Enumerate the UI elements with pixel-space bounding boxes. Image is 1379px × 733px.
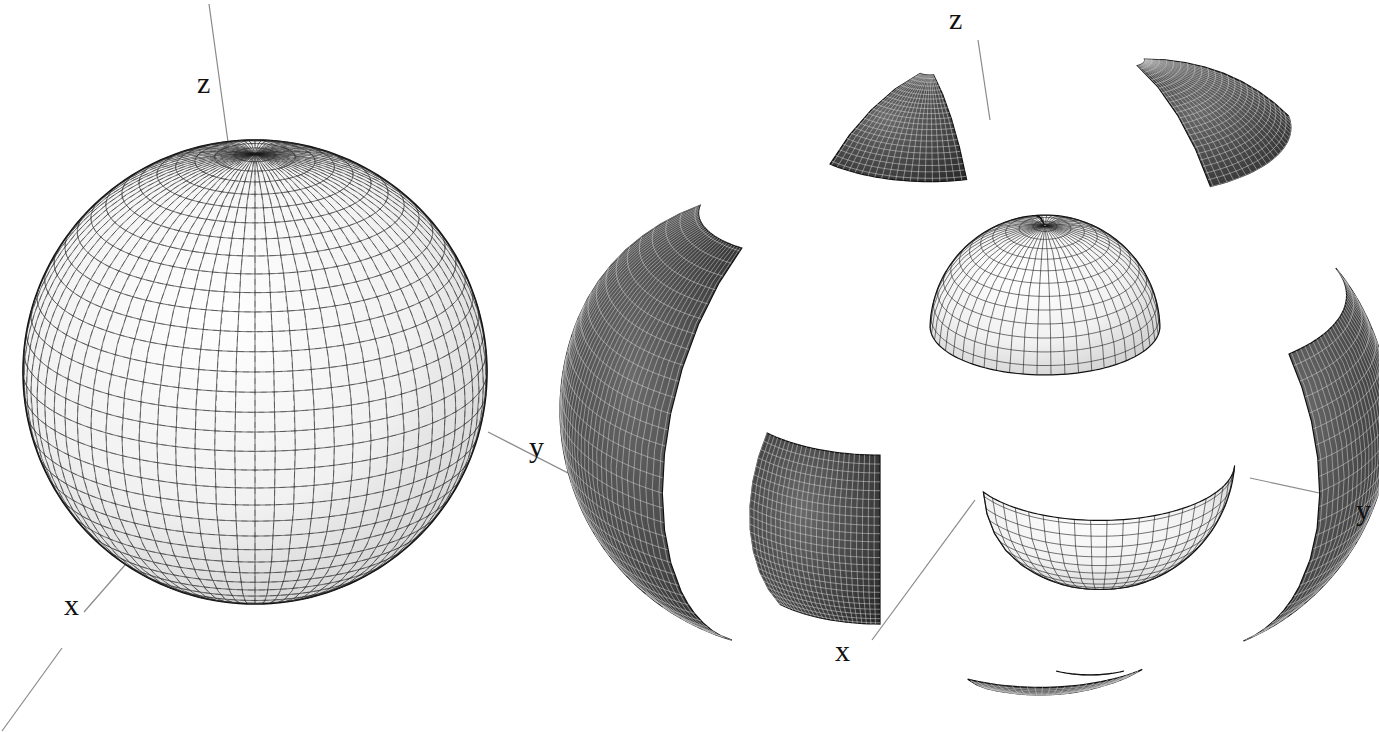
- piece-surface: [1243, 268, 1379, 641]
- shell-piece: [1137, 59, 1291, 186]
- axis-label: y: [529, 432, 544, 462]
- piece-mesh: [560, 205, 740, 639]
- shell-piece: [560, 205, 742, 640]
- piece-mesh: [1138, 59, 1291, 186]
- shell-piece: [968, 669, 1143, 695]
- piece-mesh: [1245, 270, 1379, 641]
- piece-surface: [1137, 59, 1291, 186]
- sphere-mesh: [23, 140, 487, 604]
- axis-label: z: [197, 68, 210, 98]
- shell-piece: [750, 433, 880, 624]
- core-piece: [930, 215, 1160, 375]
- shell-piece: [1243, 268, 1379, 641]
- piece-mesh: [983, 467, 1234, 590]
- piece-mesh: [1064, 672, 1121, 675]
- meshed-sphere: [23, 140, 487, 604]
- piece-surface: [968, 669, 1143, 695]
- piece-mesh: [750, 433, 880, 624]
- piece-surface: [1056, 671, 1124, 675]
- sphere-body: [23, 140, 487, 604]
- axis-label: z: [949, 4, 962, 34]
- exploded-sphere: [560, 59, 1379, 695]
- piece-surface: [560, 205, 742, 640]
- axis-label: x: [835, 636, 850, 666]
- piece-surface: [983, 465, 1234, 589]
- piece-surface: [930, 215, 1160, 375]
- core-piece: [983, 465, 1234, 589]
- sphere-mesh: [23, 140, 487, 604]
- piece-surface: [830, 73, 967, 181]
- piece-mesh: [970, 671, 1139, 695]
- axis-label: x: [64, 590, 79, 620]
- shell-piece: [830, 73, 967, 181]
- piece-mesh: [930, 215, 1160, 375]
- axis-label: y: [1356, 495, 1371, 525]
- axis-lines: [2, 4, 650, 731]
- piece-mesh: [832, 73, 966, 181]
- core-piece: [1056, 671, 1124, 675]
- piece-surface: [750, 433, 880, 624]
